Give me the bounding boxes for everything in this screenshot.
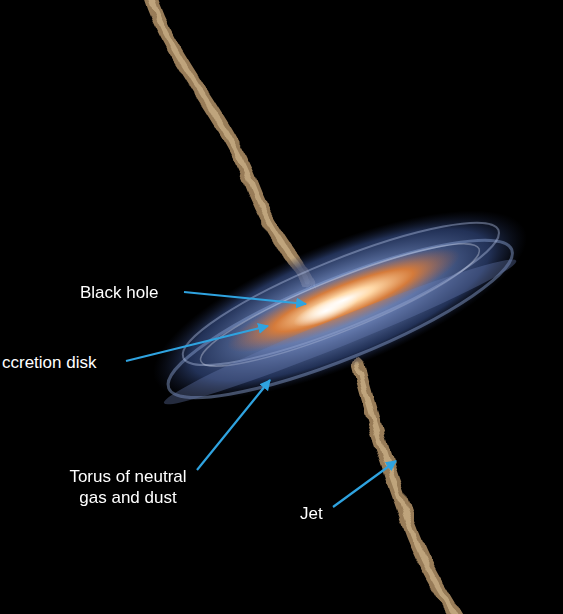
disk (131, 173, 548, 438)
part-label: Jet (300, 503, 323, 524)
part-label: Black hole (80, 282, 158, 303)
part-label: ccretion disk (2, 352, 96, 373)
part-label: Torus of neutral gas and dust (60, 466, 196, 508)
